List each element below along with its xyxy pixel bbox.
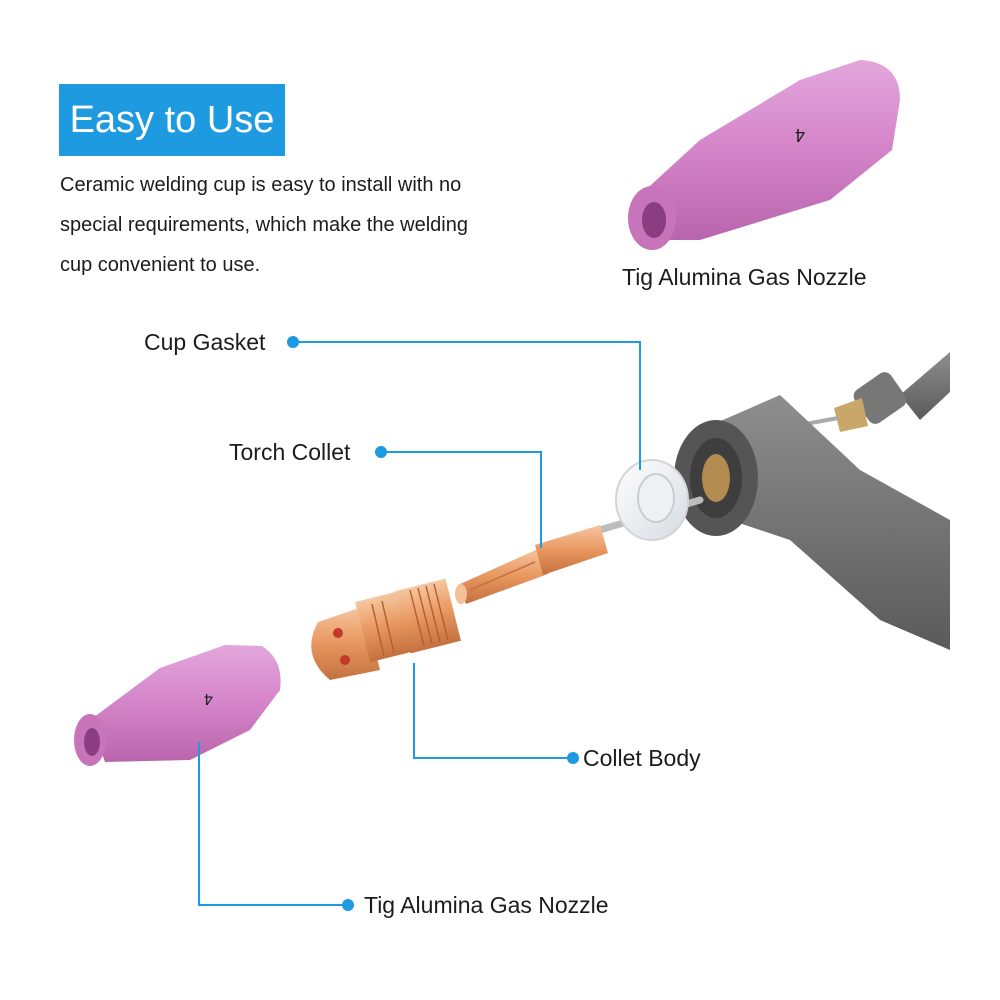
- ceramic-nozzle-icon: [628, 60, 900, 250]
- gas-nozzle-label: Tig Alumina Gas Nozzle: [364, 892, 609, 918]
- page-title: Easy to Use: [59, 84, 285, 156]
- cup-gasket-label: Cup Gasket: [144, 329, 266, 355]
- tig-torch-icon: [674, 352, 950, 650]
- torch-collet-label: Torch Collet: [229, 439, 351, 465]
- leader-lines: [198, 341, 641, 906]
- leader-dots: [287, 336, 579, 911]
- collet-body-label: Collet Body: [583, 745, 701, 771]
- collet-body-icon: [311, 578, 461, 680]
- nozzle-size-marking: 4: [204, 690, 213, 707]
- nozzle-size-marking: 4: [795, 125, 806, 145]
- description-text: Ceramic welding cup is easy to install w…: [60, 174, 468, 276]
- torch-collet-icon: [455, 525, 608, 604]
- cup-gasket-icon: [615, 459, 689, 541]
- product-caption: Tig Alumina Gas Nozzle: [622, 264, 867, 290]
- ceramic-nozzle-icon: [74, 645, 281, 766]
